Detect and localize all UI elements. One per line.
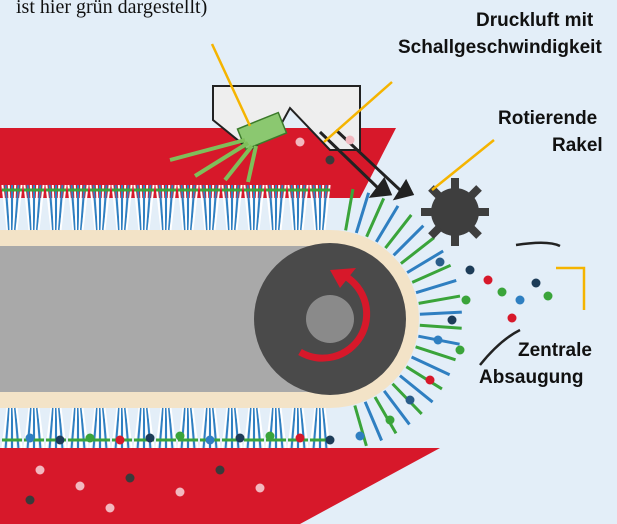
particle <box>448 316 457 325</box>
particle <box>544 292 553 301</box>
bristle-tuft <box>178 408 198 448</box>
particle <box>296 434 305 443</box>
curved-bristle <box>356 193 368 233</box>
particle <box>466 266 475 275</box>
particle <box>176 488 185 497</box>
suction-arc-outer <box>516 243 560 246</box>
particle <box>236 434 245 443</box>
particle <box>266 432 275 441</box>
curved-bristle <box>365 402 381 441</box>
particle <box>434 336 443 345</box>
particle <box>498 288 507 297</box>
particle <box>176 432 185 441</box>
bristle-tuft <box>90 408 110 448</box>
label-druckluft-line1: Druckluft mit <box>476 9 593 33</box>
particle <box>346 136 355 145</box>
curved-bristle <box>416 280 456 292</box>
label-absaugung-line2: Absaugung <box>479 366 584 390</box>
particle <box>436 258 445 267</box>
rakel-tooth <box>451 178 459 190</box>
rakel-tooth <box>421 208 433 216</box>
bristle-tuft <box>68 408 88 448</box>
particle <box>116 436 125 445</box>
particle <box>516 296 525 305</box>
particle <box>206 436 215 445</box>
particle <box>532 279 541 288</box>
particle <box>462 296 471 305</box>
particle <box>26 434 35 443</box>
curved-bristle <box>420 312 462 314</box>
curved-bristle <box>420 325 462 328</box>
particle <box>326 436 335 445</box>
rakel-gear-icon <box>421 178 489 246</box>
bristle-tuft <box>24 408 44 448</box>
bristle-tuft <box>2 408 22 448</box>
drive-drum-hub <box>306 295 354 343</box>
caption-text: ist hier grün dargestellt) <box>16 0 207 19</box>
rakel-tooth <box>477 208 489 216</box>
bristle-tuft <box>266 408 286 448</box>
bristle-tuft <box>156 408 176 448</box>
particle <box>216 466 225 475</box>
lower-bristle-row <box>2 408 330 448</box>
lower-red-housing <box>0 448 440 524</box>
label-absaugung-line1: Zentrale <box>518 339 592 363</box>
particle <box>56 436 65 445</box>
particle <box>356 432 365 441</box>
particle <box>406 396 415 405</box>
particle <box>426 376 435 385</box>
particle <box>76 482 85 491</box>
particle <box>26 496 35 505</box>
particle <box>296 138 305 147</box>
rakel-tooth <box>451 234 459 246</box>
particle <box>326 156 335 165</box>
particle <box>36 466 45 475</box>
label-druckluft-line2: Schallgeschwindigkeit <box>398 36 602 60</box>
particle <box>106 504 115 513</box>
curved-bristle <box>419 296 460 303</box>
particle <box>146 434 155 443</box>
suction-arc-inner <box>480 330 520 365</box>
bristle-tuft <box>244 408 264 448</box>
particle <box>456 346 465 355</box>
particle <box>484 276 493 285</box>
particle <box>86 434 95 443</box>
label-rakel-line2: Rakel <box>552 134 603 158</box>
label-rakel-line1: Rotierende <box>498 107 597 131</box>
curved-bristle <box>416 347 456 360</box>
particle <box>256 484 265 493</box>
particle <box>126 474 135 483</box>
particle <box>508 314 517 323</box>
particle <box>386 416 395 425</box>
